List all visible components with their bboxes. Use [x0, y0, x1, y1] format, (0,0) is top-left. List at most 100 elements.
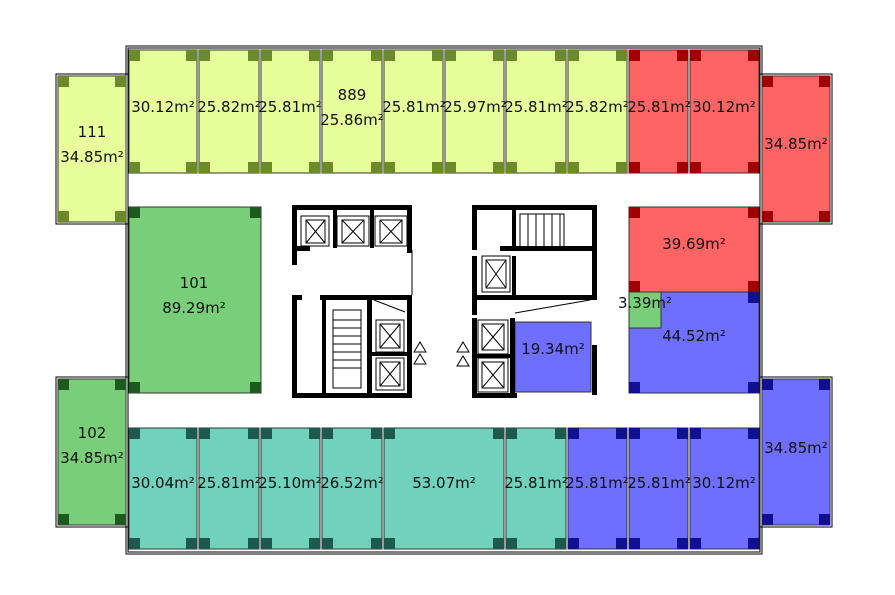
- column-marker: [506, 50, 517, 61]
- column-marker: [748, 538, 759, 549]
- elevator-bank-left-top: [292, 205, 413, 295]
- column-marker: [690, 50, 701, 61]
- room-e1[interactable]: [628, 206, 760, 293]
- room-s3[interactable]: [260, 427, 321, 550]
- column-marker: [748, 50, 759, 61]
- column-marker: [129, 162, 140, 173]
- room-label: 44.52m²: [662, 327, 726, 345]
- column-marker: [762, 76, 773, 87]
- room-n4[interactable]: [321, 49, 383, 174]
- room-fill: [321, 49, 383, 174]
- column-marker: [493, 428, 504, 439]
- column-marker: [493, 538, 504, 549]
- column-marker: [629, 50, 640, 61]
- column-marker: [186, 50, 197, 61]
- room-n6[interactable]: [444, 49, 505, 174]
- column-marker: [616, 162, 627, 173]
- room-n8[interactable]: [567, 49, 628, 174]
- column-marker: [371, 428, 382, 439]
- column-marker: [748, 281, 759, 292]
- column-marker: [819, 76, 830, 87]
- room-fill: [260, 49, 321, 174]
- room-fill: [128, 427, 198, 550]
- room-label: 25.81m²: [504, 98, 568, 116]
- column-marker: [748, 207, 759, 218]
- room-label: 25.86m²: [320, 111, 384, 129]
- room-label: 25.82m²: [197, 98, 261, 116]
- room-label: 89.29m²: [162, 299, 226, 317]
- column-marker: [506, 538, 517, 549]
- room-label: 30.12m²: [692, 98, 756, 116]
- column-marker: [58, 76, 69, 87]
- room-fill: [57, 378, 127, 526]
- column-marker: [129, 50, 140, 61]
- room-s5[interactable]: [383, 427, 505, 550]
- column-marker: [568, 538, 579, 549]
- room-fill: [444, 49, 505, 174]
- column-marker: [322, 50, 333, 61]
- column-marker: [58, 514, 69, 525]
- room-label: 34.85m²: [764, 439, 828, 457]
- column-marker: [690, 162, 701, 173]
- room-n5[interactable]: [383, 49, 444, 174]
- room-n7[interactable]: [505, 49, 567, 174]
- column-marker: [748, 382, 759, 393]
- room-s7[interactable]: [567, 427, 628, 550]
- room-er2[interactable]: [761, 378, 831, 526]
- stair-and-elevators-left-bottom: [292, 295, 427, 398]
- room-s8[interactable]: [628, 427, 689, 550]
- column-marker: [629, 382, 640, 393]
- room-wl2[interactable]: [57, 378, 127, 526]
- column-marker: [261, 428, 272, 439]
- column-marker: [248, 50, 259, 61]
- room-n9[interactable]: [628, 49, 689, 174]
- room-n3[interactable]: [260, 49, 321, 174]
- column-marker: [629, 207, 640, 218]
- room-n10[interactable]: [689, 49, 760, 174]
- room-fill: [383, 427, 505, 550]
- stair-right-top: [472, 205, 597, 300]
- column-marker: [248, 538, 259, 549]
- column-marker: [555, 50, 566, 61]
- column-marker: [129, 207, 140, 218]
- room-fill: [761, 378, 831, 526]
- room-label: 25.81m²: [258, 98, 322, 116]
- rooms-layer: [57, 49, 831, 550]
- room-s9[interactable]: [689, 427, 760, 550]
- room-w101[interactable]: [128, 206, 262, 394]
- room-label: 30.12m²: [692, 474, 756, 492]
- column-marker: [371, 162, 382, 173]
- column-marker: [322, 162, 333, 173]
- column-marker: [629, 162, 640, 173]
- column-marker: [199, 428, 210, 439]
- column-marker: [115, 211, 126, 222]
- column-marker: [115, 76, 126, 87]
- room-n2[interactable]: [198, 49, 260, 174]
- room-label: 111: [78, 123, 107, 141]
- column-marker: [371, 538, 382, 549]
- column-marker: [432, 50, 443, 61]
- column-marker: [371, 50, 382, 61]
- column-marker: [568, 50, 579, 61]
- column-marker: [690, 538, 701, 549]
- column-marker: [129, 428, 140, 439]
- column-marker: [629, 281, 640, 292]
- column-marker: [309, 50, 320, 61]
- room-s6[interactable]: [505, 427, 567, 550]
- room-fill: [567, 427, 628, 550]
- room-wl1[interactable]: [57, 75, 127, 223]
- column-marker: [748, 428, 759, 439]
- column-marker: [748, 162, 759, 173]
- room-label: 19.34m²: [521, 340, 585, 358]
- room-s4[interactable]: [321, 427, 383, 550]
- room-er1[interactable]: [761, 75, 831, 223]
- column-marker: [762, 379, 773, 390]
- column-marker: [568, 162, 579, 173]
- room-s1[interactable]: [128, 427, 198, 550]
- room-fill: [57, 75, 127, 223]
- room-e3[interactable]: [628, 291, 662, 329]
- room-n1[interactable]: [128, 49, 198, 174]
- column-marker: [261, 50, 272, 61]
- room-s2[interactable]: [198, 427, 260, 550]
- column-marker: [555, 538, 566, 549]
